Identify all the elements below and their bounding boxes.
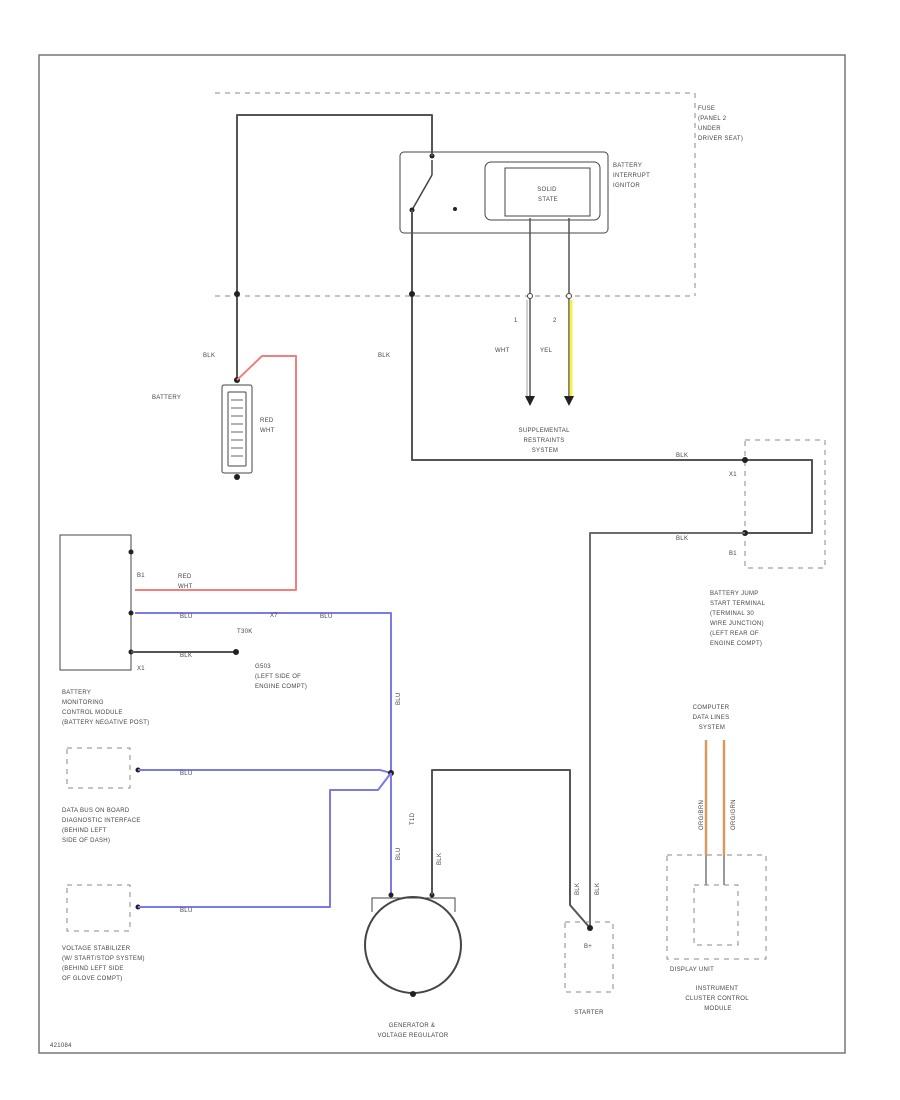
- fuse-panel: FUSE (PANEL 2 UNDER DRIVER SEAT): [215, 92, 743, 297]
- t30k-label: T30K: [237, 629, 253, 635]
- x1-label: X1: [729, 472, 737, 478]
- b1-bms-label: B1: [137, 573, 145, 579]
- blu-v-label: BLU: [396, 692, 402, 705]
- wire-blk-gen-starter: [431, 769, 591, 929]
- blu-1-label: BLU: [180, 614, 193, 620]
- x1-bms-label: X1: [137, 666, 145, 672]
- blu-dbus-label: BLU: [180, 771, 193, 777]
- pin1-label: 1: [514, 318, 518, 324]
- t1d-label: T1D: [410, 812, 416, 825]
- blk-left-label: BLK: [203, 353, 215, 359]
- battery-interrupt-label: BATTERY INTERRUPT IGNITOR: [613, 163, 652, 189]
- diagram-frame: [38, 54, 846, 1054]
- org-grn-label: ORG/GRN: [731, 799, 737, 830]
- red-wht-label: RED WHT: [260, 418, 276, 434]
- battery-label: BATTERY: [152, 395, 181, 401]
- blk-st2-label: BLK: [595, 883, 601, 895]
- data-bus-diagnostic-interface: DATA BUS ON BOARD DIAGNOSTIC INTERFACE (…: [62, 747, 143, 844]
- pin2-label: 2: [553, 318, 557, 324]
- icm-label: INSTRUMENT CLUSTER CONTROL MODULE: [685, 986, 750, 1012]
- starter: B+ STARTER: [564, 921, 614, 1016]
- battery-jump-start-terminal: X1 B1 BATTERY JUMP START TERMINAL (TERMI…: [710, 439, 826, 647]
- blk-jump-label: BLK: [676, 536, 688, 542]
- ground-label: G503 (LEFT SIDE OF ENGINE COMPT): [255, 664, 307, 690]
- blk-g-label: BLK: [180, 653, 192, 659]
- starter-label: STARTER: [574, 1010, 604, 1016]
- blk-mid-label: BLK: [378, 353, 390, 359]
- b-plus-label: B+: [584, 944, 592, 950]
- diagram-id: 421084: [50, 1043, 72, 1049]
- dbus-label: DATA BUS ON BOARD DIAGNOSTIC INTERFACE (…: [62, 808, 143, 844]
- fuse-panel-label: FUSE (PANEL 2 UNDER DRIVER SEAT): [698, 106, 743, 142]
- instrument-cluster-control-module: DISPLAY UNIT INSTRUMENT CLUSTER CONTROL …: [666, 854, 767, 1012]
- wire-blu-bms: [135, 612, 392, 773]
- wire-red-wht: [135, 355, 297, 591]
- wht-label: WHT: [495, 348, 510, 354]
- x7-label: X7: [270, 613, 278, 619]
- battery-interrupt-ignitor: SOLID STATE BATTERY INTERRUPT IGNITOR: [399, 151, 652, 234]
- voltage-stabilizer: VOLTAGE STABILIZER (W/ START/STOP SYSTEM…: [62, 884, 147, 982]
- blu-gen-label: BLU: [396, 847, 402, 860]
- jump-terminal-label: BATTERY JUMP START TERMINAL (TERMINAL 30…: [710, 591, 767, 647]
- red-wht-bms-label: RED WHT: [178, 574, 194, 590]
- wire-blu-vs: [138, 772, 392, 908]
- generator-voltage-regulator: GENERATOR & VOLTAGE REGULATOR: [364, 892, 462, 1039]
- wire-jump-to-starter: [589, 532, 745, 928]
- battery: BATTERY RED WHT: [152, 384, 276, 480]
- b1-jump-label: B1: [729, 551, 737, 557]
- bms-label: BATTERY MONITORING CONTROL MODULE (BATTE…: [62, 690, 149, 726]
- generator-label: GENERATOR & VOLTAGE REGULATOR: [377, 1023, 448, 1039]
- battery-monitoring-control-module: B1 X1 RED WHT BATTERY MONITORING CONTROL…: [59, 534, 194, 726]
- wire-battery-to-switch: [236, 114, 433, 380]
- yel-label: YEL: [540, 348, 553, 354]
- display-unit-label: DISPLAY UNIT: [670, 967, 714, 973]
- srs-label: SUPPLEMENTAL RESTRAINTS SYSTEM: [519, 428, 572, 454]
- voltage-stab-label: VOLTAGE STABILIZER (W/ START/STOP SYSTEM…: [62, 946, 147, 982]
- comp-data-label: COMPUTER DATA LINES SYSTEM: [693, 705, 732, 731]
- solid-state-label: SOLID STATE: [537, 187, 558, 203]
- org-brn-label: ORG/BRN: [699, 800, 705, 830]
- blk-srs-label: BLK: [676, 453, 688, 459]
- blk-gen-label: BLK: [437, 853, 443, 865]
- blu-2-label: BLU: [320, 614, 333, 620]
- blu-vs-label: BLU: [180, 908, 193, 914]
- blk-st1-label: BLK: [575, 883, 581, 895]
- wire-blu-dbus: [138, 769, 392, 774]
